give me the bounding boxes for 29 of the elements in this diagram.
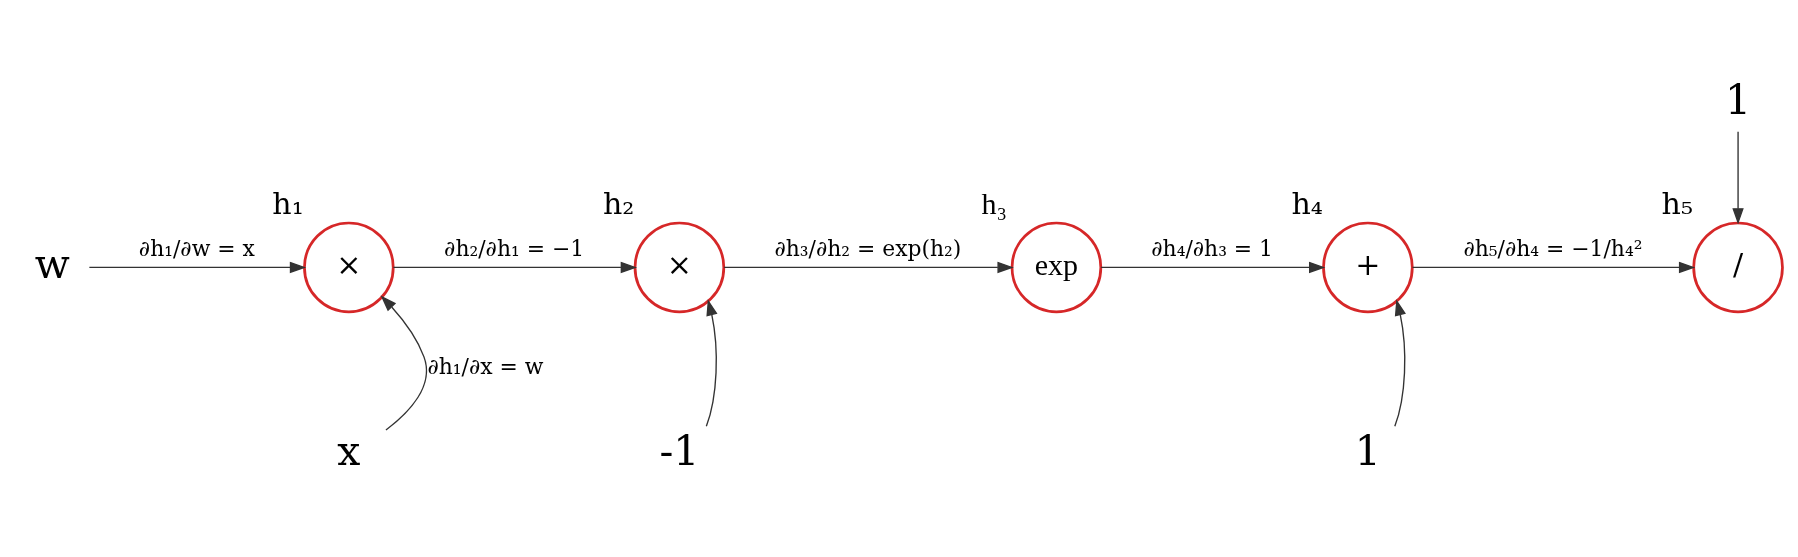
arrow	[1394, 298, 1406, 427]
node-label: h₃	[981, 186, 1008, 221]
arrow	[380, 295, 428, 431]
node-label: h₂	[602, 185, 635, 221]
node-circle: exp	[1010, 221, 1103, 313]
node-text: 1	[1354, 426, 1381, 475]
node-text: 1	[1725, 75, 1752, 124]
edge-label: ∂h₁/∂x = w	[427, 353, 544, 379]
node-text: w	[34, 239, 70, 288]
arrow	[88, 261, 307, 273]
arrow	[705, 298, 718, 427]
edge-label: ∂h₃/∂h₂ = exp(h₂)	[774, 235, 962, 261]
node-circle: /	[1692, 221, 1784, 313]
arrow	[392, 261, 638, 273]
node-circle: +	[1322, 221, 1414, 313]
arrow	[1100, 261, 1326, 273]
node-label: h₁	[272, 185, 304, 221]
node-circle: ×	[633, 221, 726, 313]
node-label: h₄	[1291, 185, 1323, 221]
arrow	[1411, 261, 1696, 273]
edge-label: ∂h₂/∂h₁ = −1	[444, 235, 585, 261]
node-text: x	[337, 426, 361, 475]
arrow	[723, 261, 1014, 273]
node-label: h₅	[1661, 185, 1693, 221]
edge-label: ∂h₅/∂h₄ = −1/h₄²	[1463, 235, 1643, 261]
edge-label: ∂h₁/∂w = x	[138, 235, 255, 261]
node-text: -1	[659, 426, 700, 475]
edge-label: ∂h₄/∂h₃ = 1	[1151, 235, 1273, 261]
arrow	[1732, 130, 1744, 225]
